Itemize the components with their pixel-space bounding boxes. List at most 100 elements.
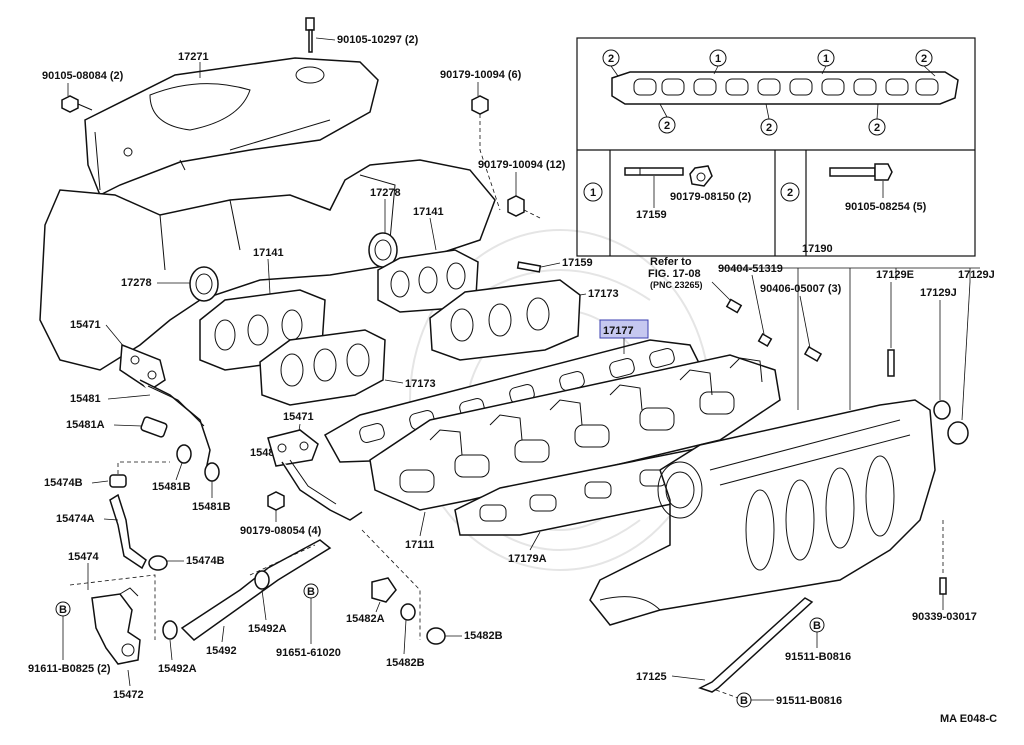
svg-text:2: 2 bbox=[608, 53, 614, 65]
circle-marker-1-a: 1 bbox=[709, 49, 727, 67]
label-90339-03017: 90339-03017 bbox=[912, 611, 977, 623]
svg-text:B: B bbox=[740, 695, 748, 707]
circle-marker-2-e: 2 bbox=[868, 118, 886, 136]
flange-15471-left bbox=[119, 343, 166, 391]
nut-90179-08150 bbox=[689, 165, 713, 187]
label-91511-B0816-a: 91511-B0816 bbox=[785, 651, 851, 663]
circle-B-4: B bbox=[303, 583, 319, 599]
refer-line-3: (PNC 23265) bbox=[650, 280, 703, 290]
svg-text:1: 1 bbox=[823, 53, 829, 65]
label-15481: 15481 bbox=[70, 393, 101, 405]
label-15482B-b: 15482B bbox=[464, 630, 503, 642]
label-15492A-b: 15492A bbox=[248, 623, 287, 635]
circle-marker-2-a: 2 bbox=[602, 49, 620, 67]
fitting-90406-05007 bbox=[803, 346, 823, 362]
sleeve-15481B-b bbox=[204, 462, 220, 482]
pipe-15481 bbox=[139, 379, 211, 471]
label-17177: 17177 bbox=[603, 325, 634, 337]
label-90406-05007: 90406-05007 (3) bbox=[760, 283, 842, 295]
circle-marker-1-row: 1 bbox=[583, 182, 603, 202]
svg-text:2: 2 bbox=[787, 187, 793, 199]
label-17278-a: 17278 bbox=[370, 187, 401, 199]
label-17271: 17271 bbox=[178, 51, 209, 63]
label-17173-b: 17173 bbox=[405, 378, 436, 390]
nut-90179-10094-b bbox=[507, 195, 525, 217]
union-15481A bbox=[140, 416, 168, 438]
sleeve-15482B-b bbox=[426, 627, 446, 645]
gasket-17173-left bbox=[259, 329, 386, 406]
svg-text:1: 1 bbox=[590, 187, 596, 199]
clip-15474B-a bbox=[109, 474, 127, 488]
label-90105-10297: 90105-10297 (2) bbox=[337, 34, 419, 46]
circle-marker-2-b: 2 bbox=[915, 49, 933, 67]
label-17159: 17159 bbox=[562, 257, 593, 269]
diagram-code: MA E048-C bbox=[940, 713, 997, 725]
circle-marker-2-d: 2 bbox=[760, 118, 778, 136]
label-15482A: 15482A bbox=[346, 613, 385, 625]
svg-text:1: 1 bbox=[715, 53, 721, 65]
union-15482A bbox=[371, 577, 397, 603]
label-15481B-a: 15481B bbox=[152, 481, 191, 493]
label-15492A-a: 15492A bbox=[158, 663, 197, 675]
circle-marker-2-row: 2 bbox=[780, 182, 800, 202]
nut-90179-08054 bbox=[267, 491, 285, 511]
circle-marker-2-c: 2 bbox=[658, 116, 676, 134]
refer-line-2: FIG. 17-08 bbox=[648, 268, 701, 280]
plug-17129E bbox=[887, 349, 895, 377]
label-91651-61020: 91651-61020 bbox=[276, 647, 341, 659]
label-15471-b: 15471 bbox=[283, 411, 314, 423]
svg-text:2: 2 bbox=[874, 122, 880, 134]
hose-15474A bbox=[109, 493, 147, 570]
label-90404-51319: 90404-51319 bbox=[718, 263, 783, 275]
label-90179-10094-12: 90179-10094 (12) bbox=[478, 159, 566, 171]
plug-17129J-b bbox=[947, 421, 969, 445]
gasket-17278-right bbox=[368, 232, 398, 268]
label-15474: 15474 bbox=[68, 551, 99, 563]
label-15492: 15492 bbox=[206, 645, 237, 657]
plug-17129J-a bbox=[933, 400, 951, 420]
intake-manifold-17111 bbox=[369, 354, 781, 511]
refer-line-1: Refer to bbox=[650, 256, 692, 268]
label-15482B-a: 15482B bbox=[386, 657, 425, 669]
nut-90179-10094-a bbox=[471, 95, 489, 115]
circle-B-2: B bbox=[736, 692, 752, 708]
circle-marker-1-b: 1 bbox=[817, 49, 835, 67]
stud-17159-inset bbox=[624, 167, 684, 208]
label-17129J-b: 17129J bbox=[920, 287, 957, 299]
stud-17159 bbox=[516, 261, 542, 273]
label-17129E: 17129E bbox=[876, 269, 914, 281]
clip-15492A-b bbox=[254, 570, 270, 590]
label-15474A: 15474A bbox=[56, 513, 95, 525]
label-17173-a: 17173 bbox=[588, 288, 619, 300]
label-17129J-a: 17129J bbox=[958, 269, 995, 281]
svg-text:2: 2 bbox=[921, 53, 927, 65]
gasket-17173-right bbox=[429, 279, 581, 361]
label-17141-a: 17141 bbox=[413, 206, 444, 218]
sleeve-15482B-a bbox=[400, 603, 416, 621]
hose-15492 bbox=[180, 539, 332, 641]
svg-text:2: 2 bbox=[766, 122, 772, 134]
label-90179-08054: 90179-08054 (4) bbox=[240, 525, 322, 537]
label-90179-08150: 90179-08150 (2) bbox=[670, 191, 752, 203]
sleeve-15481B-a bbox=[176, 444, 192, 464]
bolt-90105-08254 bbox=[829, 163, 893, 198]
label-15472: 15472 bbox=[113, 689, 144, 701]
union-90404-51319 bbox=[757, 333, 773, 347]
label-15474B-a: 15474B bbox=[44, 477, 83, 489]
circle-B-1: B bbox=[809, 617, 825, 633]
label-15481B-b: 15481B bbox=[192, 501, 231, 513]
label-91611-B0825: 91611-B0825 (2) bbox=[28, 663, 111, 675]
clip-15492A-a bbox=[162, 620, 178, 640]
label-91511-B0816-b: 91511-B0816 bbox=[776, 695, 842, 707]
bolt-90105-10297 bbox=[305, 17, 315, 53]
clip-15474B-b bbox=[148, 555, 168, 571]
svg-text:B: B bbox=[307, 586, 315, 598]
gasket-inset: 2 1 1 2 2 2 2 1 2 17159 90179-08150 (2) bbox=[576, 37, 976, 257]
label-17278-b: 17278 bbox=[121, 277, 152, 289]
svg-text:B: B bbox=[59, 604, 67, 616]
label-17179A: 17179A bbox=[508, 553, 547, 565]
circle-B-3: B bbox=[55, 601, 71, 617]
engine-cover-17271 bbox=[84, 57, 379, 197]
gasket-17278-left bbox=[189, 266, 219, 302]
